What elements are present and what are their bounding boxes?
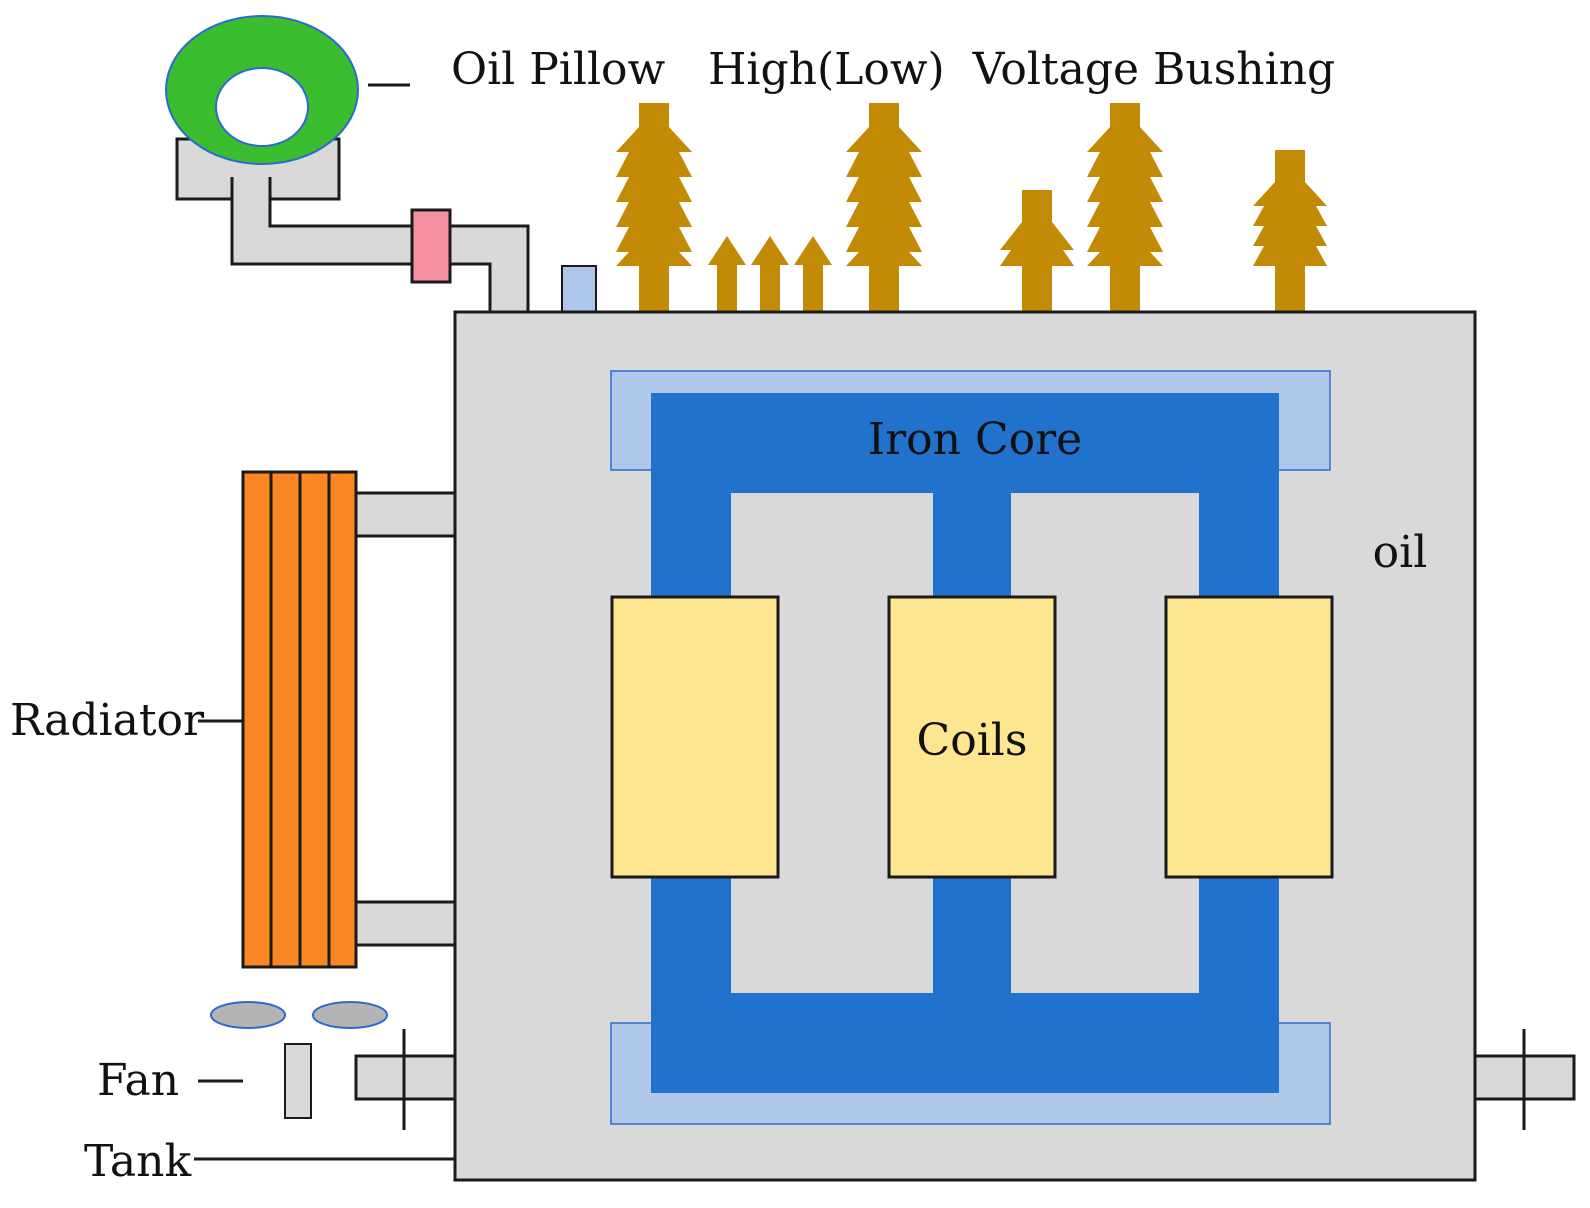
breather (561, 265, 597, 313)
label-radiator: Radiator (10, 695, 205, 746)
label-oil-pillow: Oil Pillow (451, 44, 666, 95)
terminal-left (354, 1029, 457, 1130)
radiator-pipe-top (354, 491, 457, 538)
fan-blade-right (312, 1001, 388, 1029)
radiator-pipe-bottom (354, 900, 457, 947)
valve (410, 208, 452, 284)
bushing-high-2 (846, 103, 922, 312)
fan-blade-left (210, 1001, 286, 1029)
coil-right (1164, 595, 1334, 879)
fan-hub (284, 1043, 312, 1119)
oil-pipe (230, 177, 530, 314)
fan (210, 1001, 388, 1119)
radiator (241, 470, 457, 969)
label-bushing: High(Low) Voltage Bushing (708, 44, 1335, 95)
label-fan: Fan (97, 1055, 179, 1106)
label-iron-core: Iron Core (868, 414, 1082, 465)
coil-middle (887, 595, 1057, 879)
bushing-arrow-3 (794, 236, 832, 312)
bushing-low-2 (1253, 150, 1327, 312)
coil-left (610, 595, 780, 879)
oil-pillow (165, 15, 359, 201)
bushing-arrow-2 (751, 236, 789, 312)
bushing-arrow-1 (708, 236, 746, 312)
bushing-low-1 (1000, 190, 1074, 312)
bushing-high-3 (1087, 103, 1163, 312)
bushing-high-1 (616, 103, 692, 312)
bushings (616, 103, 1327, 312)
label-tank: Tank (84, 1136, 192, 1187)
label-oil: oil (1373, 527, 1428, 578)
terminal-right (1473, 1029, 1576, 1130)
label-coils: Coils (917, 715, 1028, 766)
oil-pillow-hole (215, 67, 309, 147)
